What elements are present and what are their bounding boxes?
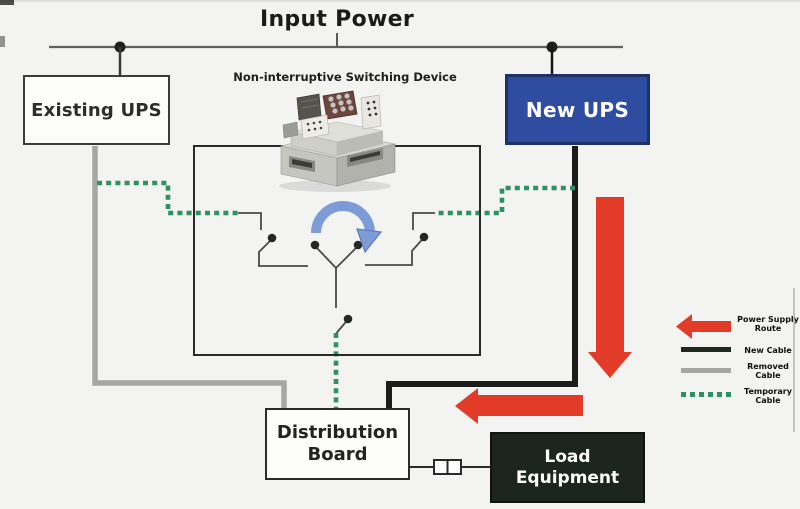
legend-removed-cable-line-icon: [681, 368, 731, 373]
switch-contact-dots: [267, 232, 429, 324]
input-power-bus: [49, 33, 623, 76]
new-cable-path: [386, 146, 578, 409]
legend-label-removed-cable: Removed Cable: [747, 362, 789, 381]
legend-label-new-cable: New Cable: [744, 346, 792, 355]
legend-label-power-supply-route: Power Supply Route: [737, 315, 799, 334]
removed-cable-path: [92, 146, 287, 409]
legend-label-temporary-cable: Temporary Cable: [744, 387, 792, 406]
scan-artifact-left-edge: [0, 36, 5, 47]
legend-red-arrow-icon: [676, 314, 731, 339]
legend-new-cable-line-icon: [681, 347, 731, 352]
temporary-cable-left: [97, 180, 238, 216]
power-flow-arrows: [455, 197, 632, 424]
page-title: Input Power: [259, 7, 415, 32]
distribution-board-label: Distribution Board: [276, 422, 399, 465]
temporary-cables: [97, 180, 575, 409]
switch-right-inlet: [412, 212, 435, 230]
load-equipment-label: Load Equipment: [515, 447, 620, 488]
new-ups-label: New UPS: [525, 97, 630, 122]
load-connection: [410, 459, 490, 475]
new-ups-box: New UPS: [505, 74, 650, 145]
existing-ups-label: Existing UPS: [31, 99, 162, 121]
power-flow-down-arrow: [588, 197, 632, 378]
switching-device-label: Non-interruptive Switching Device: [233, 70, 457, 84]
power-flow-left-arrow: [455, 388, 583, 424]
switch-center-wye: [314, 245, 359, 308]
existing-ups-box: Existing UPS: [23, 75, 170, 145]
scan-fold-line: [793, 288, 795, 432]
rotate-arrow-icon: [311, 201, 383, 254]
legend-temporary-cable-line-icon: [681, 392, 731, 397]
switching-device-photo: [279, 90, 396, 192]
scan-edge-shadow: [0, 0, 800, 2]
temporary-cable-right: [435, 185, 575, 216]
load-equipment-box: Load Equipment: [490, 432, 645, 503]
switch-left-inlet: [238, 212, 262, 230]
distribution-board-box: Distribution Board: [265, 408, 410, 480]
scan-artifact-corner: [0, 0, 14, 5]
